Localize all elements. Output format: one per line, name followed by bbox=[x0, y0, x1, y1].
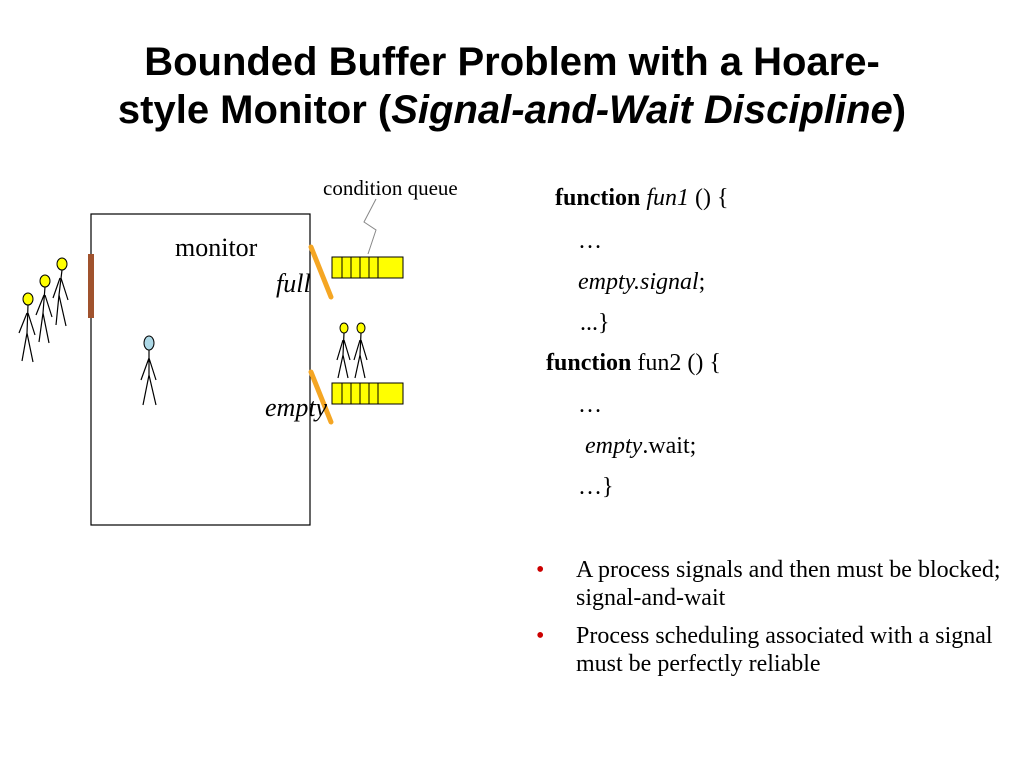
code-signal-object: empty bbox=[578, 269, 634, 295]
code-keyword-function-2: function bbox=[546, 350, 632, 376]
monitor-label: monitor bbox=[175, 233, 258, 262]
code-fun1-parens: () { bbox=[689, 185, 729, 211]
condition-queue-pointer bbox=[363, 198, 377, 255]
code-wait-line: empty.wait; bbox=[585, 432, 696, 460]
active-process bbox=[140, 335, 157, 406]
empty-queue bbox=[331, 382, 404, 405]
monitor-box bbox=[90, 213, 311, 526]
title-line2-suffix: ) bbox=[892, 88, 907, 132]
code-fun2-close: …} bbox=[578, 474, 614, 500]
code-signal-line: empty.signal; bbox=[578, 268, 705, 296]
queued-process-2 bbox=[353, 322, 368, 379]
empty-gate bbox=[308, 369, 334, 425]
bullet-text-1: A process signals and then must be block… bbox=[576, 557, 1001, 611]
bullet-item-1: • A process signals and then must be blo… bbox=[536, 556, 1006, 612]
waiting-process-1 bbox=[52, 257, 69, 327]
monitor-entry-door bbox=[88, 254, 94, 318]
bullet-marker-1: • bbox=[536, 557, 545, 583]
full-gate bbox=[308, 244, 334, 300]
code-fun2-header: function fun2 () { bbox=[546, 349, 721, 377]
code-signal-call: .signal bbox=[633, 269, 699, 295]
bullet-item-2: • Process scheduling associated with a s… bbox=[536, 622, 1006, 678]
title-line1: Bounded Buffer Problem with a Hoare- bbox=[144, 40, 880, 84]
code-fun2-rest: fun2 () { bbox=[631, 350, 721, 376]
code-signal-semicolon: ; bbox=[698, 269, 706, 295]
waiting-process-2 bbox=[35, 274, 53, 344]
waiting-process-3 bbox=[18, 292, 36, 363]
code-wait-call: .wait; bbox=[642, 433, 697, 459]
full-queue bbox=[331, 256, 404, 279]
title-line2-prefix: style Monitor ( bbox=[117, 88, 392, 132]
code-keyword-function-1: function bbox=[555, 185, 641, 211]
bullet-marker-2: • bbox=[536, 623, 545, 649]
code-wait-object: empty bbox=[585, 433, 643, 459]
code-fun1-name: fun1 bbox=[646, 185, 690, 211]
queued-process-1 bbox=[336, 322, 351, 379]
empty-label: empty bbox=[265, 393, 328, 422]
code-fun1-header: function fun1 () { bbox=[555, 184, 729, 212]
code-ellipsis-1: … bbox=[578, 228, 602, 254]
code-fun1-close: ...} bbox=[580, 310, 610, 336]
condition-queue-label: condition queue bbox=[323, 176, 458, 200]
full-label: full bbox=[276, 269, 311, 298]
bullet-text-2: Process scheduling associated with a sig… bbox=[576, 623, 993, 677]
title-line2-italic: Signal-and-Wait Discipline bbox=[391, 88, 893, 132]
bullet-list: • A process signals and then must be blo… bbox=[536, 556, 1006, 688]
slide-title: Bounded Buffer Problem with a Hoare- sty… bbox=[0, 38, 1024, 134]
code-ellipsis-2: … bbox=[578, 392, 602, 418]
